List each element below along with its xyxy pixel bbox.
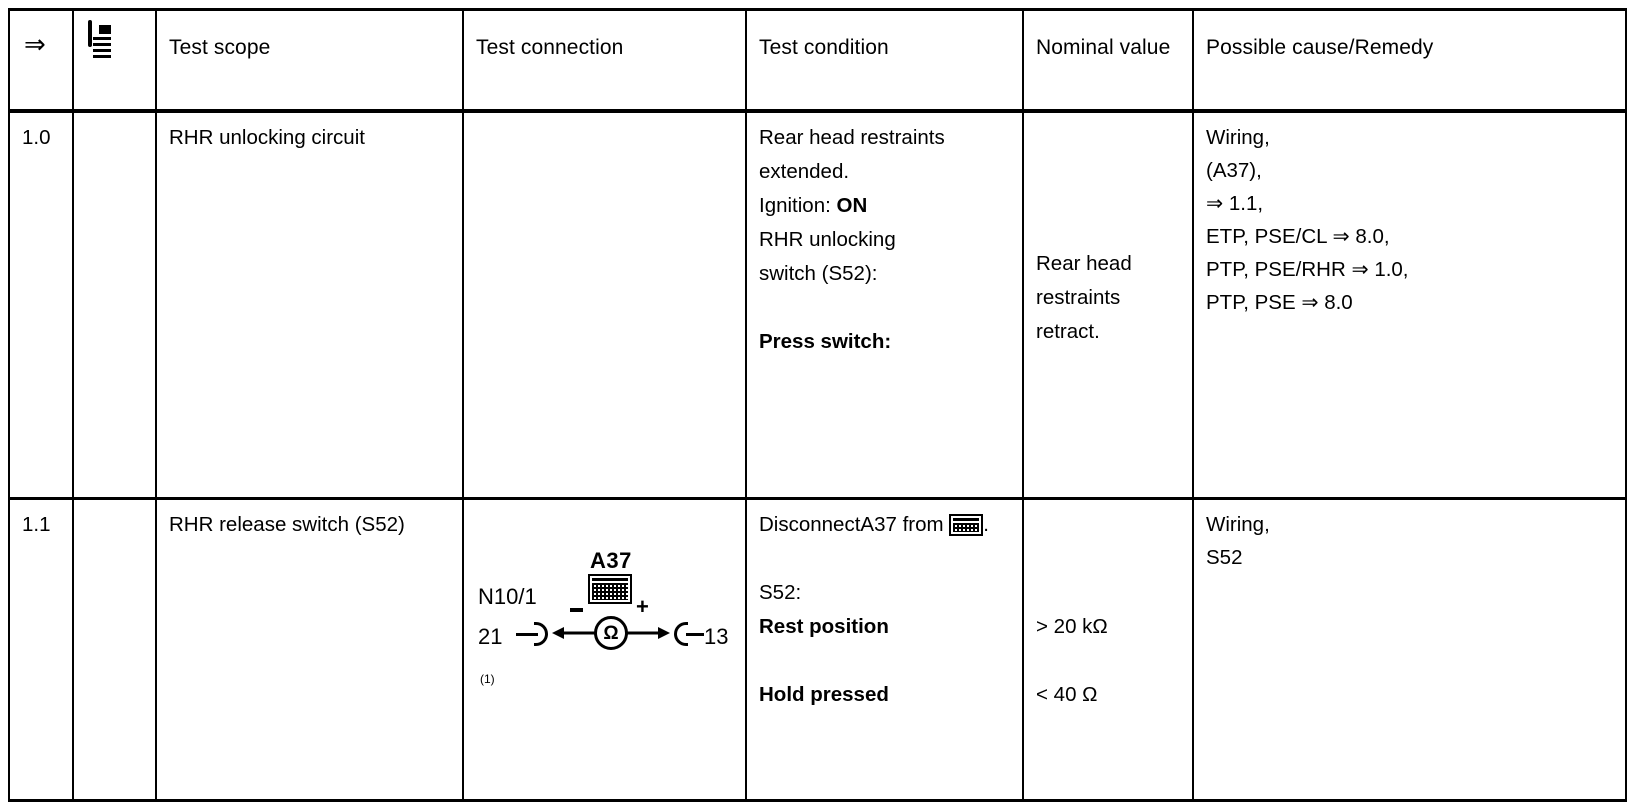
column-header-test-condition: Test condition [745, 8, 1024, 113]
condition-line: RHR unlocking [759, 228, 896, 251]
condition-disconnect: DisconnectA37 from . [759, 508, 1012, 542]
row-test-scope: RHR unlocking circuit [155, 111, 464, 500]
row-tester-cell [72, 111, 157, 500]
row-tester-cell [72, 498, 157, 802]
row-nominal-value: Rear head restraints retract. [1022, 111, 1194, 500]
condition-spacer [759, 542, 1012, 576]
column-header-possible-cause-remedy: Possible cause/Remedy [1192, 8, 1627, 113]
nominal-spacer [1036, 644, 1182, 678]
condition-hold-pressed: Hold pressed [759, 683, 889, 706]
column-header-test-connection: Test connection [462, 8, 747, 113]
column-header-test-scope: Test scope [155, 8, 464, 113]
row-test-connection [462, 111, 747, 500]
diagram-probe-arrow-right [626, 627, 670, 639]
condition-spacer [759, 291, 1012, 325]
row-test-condition: Rear head restraints extended. Ignition:… [745, 111, 1024, 500]
nominal-hold-value: < 40 Ω [1036, 683, 1098, 706]
row-test-condition: DisconnectA37 from . S52: Rest position … [745, 498, 1024, 802]
column-header-nominal-value: Nominal value [1022, 8, 1194, 113]
remedy-text: Wiring, (A37), ⇒ 1.1, ETP, PSE/CL ⇒ 8.0,… [1206, 126, 1409, 314]
condition-press-switch: Press switch: [759, 330, 892, 353]
diagram-right-pin: 13 [704, 624, 729, 649]
row-step-number: 1.0 [8, 111, 74, 500]
disconnect-text: DisconnectA37 from [759, 513, 950, 536]
row-test-scope: RHR release switch (S52) [155, 498, 464, 802]
diagram-connector-label: A37 [590, 548, 632, 573]
diagram-wire-right [686, 633, 704, 636]
diagram-terminal-left [534, 622, 548, 646]
condition-switch-label: S52: [759, 581, 802, 604]
connector-socket-icon [949, 514, 984, 536]
diagram-wire-left [516, 633, 538, 636]
table-header-row: ⇒ Test scope Test connection Test condit… [8, 8, 1627, 113]
nominal-spacer [1036, 508, 1182, 610]
column-header-tester [72, 8, 157, 113]
condition-line: switch (S52): [759, 262, 878, 285]
nominal-rest-value: > 20 kΩ [1036, 615, 1108, 638]
condition-spacer [759, 644, 1012, 678]
remedy-text: Wiring, S52 [1206, 513, 1270, 569]
row-possible-cause-remedy: Wiring, (A37), ⇒ 1.1, ETP, PSE/CL ⇒ 8.0,… [1192, 111, 1627, 500]
diagram-negative-polarity [570, 608, 583, 612]
row-step-number: 1.1 [8, 498, 74, 802]
circuit-diagram: A37 N10/1 21 13 (1) + [478, 544, 738, 694]
diagnostic-test-table: ⇒ Test scope Test connection Test condit… [8, 8, 1627, 802]
condition-rest-position: Rest position [759, 615, 889, 638]
diagram-left-device: N10/1 [478, 584, 537, 609]
diagram-ohmmeter-symbol: Ω [594, 616, 628, 650]
diagram-probe-arrow-left [552, 627, 596, 639]
row-test-connection: A37 N10/1 21 13 (1) + [462, 498, 747, 802]
nominal-value-text: Rear head restraints retract. [1036, 252, 1132, 343]
diagram-terminal-right [674, 622, 688, 646]
ignition-label: Ignition: [759, 194, 837, 217]
diagram-positive-polarity: + [636, 594, 649, 619]
row-possible-cause-remedy: Wiring, S52 [1192, 498, 1627, 802]
condition-ignition: Ignition: ON [759, 189, 1012, 223]
condition-line: Rear head restraints [759, 126, 945, 149]
row-nominal-value: > 20 kΩ < 40 Ω [1022, 498, 1194, 802]
handheld-tester-icon [88, 20, 92, 47]
ignition-value: ON [836, 194, 868, 217]
table-row: 1.1 RHR release switch (S52) A37 N10/1 2… [8, 498, 1627, 802]
diagram-footnote: (1) [480, 672, 495, 686]
column-header-step: ⇒ [8, 8, 74, 113]
disconnect-period: . [983, 513, 989, 536]
diagram-left-pin: 21 [478, 624, 503, 649]
table-row: 1.0 RHR unlocking circuit Rear head rest… [8, 111, 1627, 500]
connector-socket-icon [588, 574, 632, 604]
condition-line: extended. [759, 160, 850, 183]
